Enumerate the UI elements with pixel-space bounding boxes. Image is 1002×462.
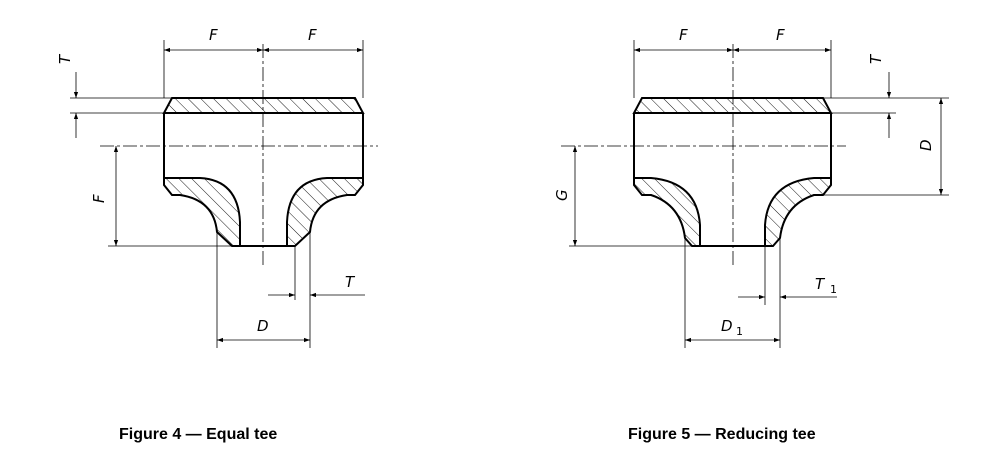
label-D1: D <box>721 317 733 335</box>
label-D: D <box>917 139 935 151</box>
label-T: T <box>867 53 885 64</box>
branch-wall-left <box>633 177 701 247</box>
label-G: G <box>553 189 571 201</box>
label-F-right: F <box>308 26 317 44</box>
label-T1: T <box>815 275 826 293</box>
label-T: T <box>56 53 74 64</box>
label-D: D <box>257 317 269 335</box>
run-wall-top <box>162 97 365 114</box>
label-F-right: F <box>776 26 785 44</box>
reducing-tee-drawing: F F T D G D 1 T 1 <box>553 26 949 348</box>
caption-figure-4: Figure 4 — Equal tee <box>119 426 278 443</box>
label-T-branch: T <box>345 273 356 291</box>
label-T1-subscript: 1 <box>830 283 837 296</box>
label-F-branch: F <box>90 194 108 203</box>
dimension-lines <box>73 47 365 343</box>
branch-wall-left <box>163 177 241 247</box>
label-F-left: F <box>679 26 688 44</box>
figure-equal-tee: F F T F D T Figure 4 — Equal tee <box>56 26 378 443</box>
extension-lines <box>569 40 949 348</box>
label-F-left: F <box>209 26 218 44</box>
branch-wall-right <box>286 177 364 247</box>
run-wall-top <box>632 97 833 114</box>
caption-figure-5: Figure 5 — Reducing tee <box>628 426 816 443</box>
figure-reducing-tee: F F T D G D 1 T 1 Figure 5 — Reducing te… <box>501 0 1002 462</box>
dimension-lines <box>572 47 944 343</box>
label-D1-subscript: 1 <box>736 325 743 338</box>
branch-wall-right <box>764 177 832 247</box>
equal-tee-drawing: F F T F D T <box>56 26 378 348</box>
tee-outline <box>163 113 364 247</box>
tee-outline <box>633 113 832 247</box>
